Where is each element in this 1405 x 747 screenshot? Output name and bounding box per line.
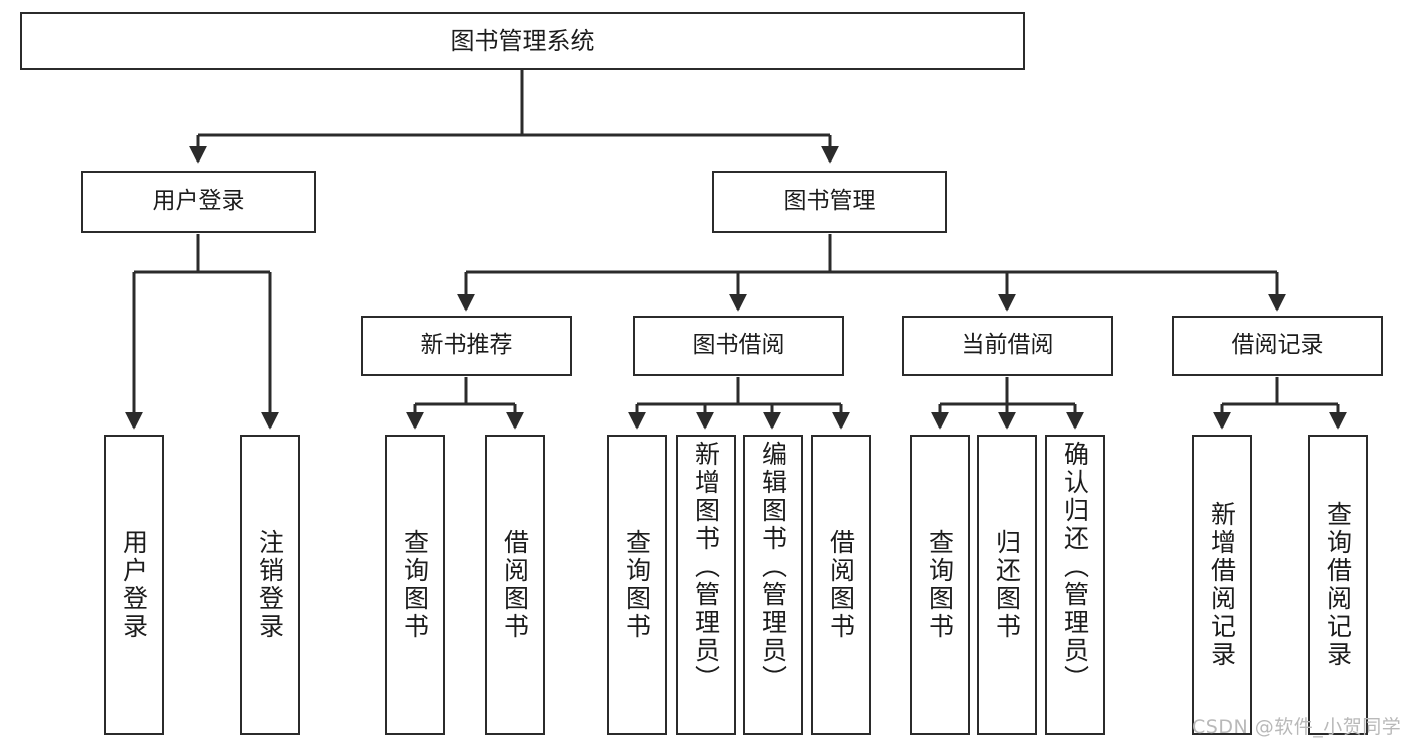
- node-new-book-rec[interactable]: 新书推荐: [361, 316, 572, 376]
- node-book-manage-label: 图书管理: [783, 188, 876, 215]
- node-user-login-label: 用户登录: [152, 188, 245, 215]
- node-book-borrow-label: 图书借阅: [692, 332, 785, 359]
- leaf-confirm-return-label: 确认归还（管理员）: [1060, 441, 1090, 693]
- node-current-borrow-label: 当前借阅: [961, 332, 1054, 359]
- leaf-add-book[interactable]: 新增图书（管理员）: [676, 435, 736, 735]
- leaf-return-book-label: 归还图书: [992, 529, 1022, 641]
- node-new-book-rec-label: 新书推荐: [420, 332, 513, 359]
- node-root[interactable]: 图书管理系统: [20, 12, 1025, 70]
- leaf-query-book-2[interactable]: 查询图书: [607, 435, 667, 735]
- node-current-borrow[interactable]: 当前借阅: [902, 316, 1113, 376]
- leaf-edit-book[interactable]: 编辑图书（管理员）: [743, 435, 803, 735]
- leaf-borrow-book-1-label: 借阅图书: [500, 529, 530, 641]
- node-user-login[interactable]: 用户登录: [81, 171, 316, 233]
- leaf-query-book-1-label: 查询图书: [400, 529, 430, 641]
- leaf-query-book-3-label: 查询图书: [925, 529, 955, 641]
- node-root-label: 图书管理系统: [450, 26, 595, 55]
- leaf-user-login[interactable]: 用户登录: [104, 435, 164, 735]
- leaf-confirm-return[interactable]: 确认归还（管理员）: [1045, 435, 1105, 735]
- leaf-query-book-3[interactable]: 查询图书: [910, 435, 970, 735]
- leaf-borrow-book-2-label: 借阅图书: [826, 529, 856, 641]
- node-book-manage[interactable]: 图书管理: [712, 171, 947, 233]
- leaf-add-record-label: 新增借阅记录: [1207, 501, 1237, 669]
- leaf-add-book-label: 新增图书（管理员）: [691, 441, 721, 693]
- leaf-query-record[interactable]: 查询借阅记录: [1308, 435, 1368, 735]
- node-borrow-record[interactable]: 借阅记录: [1172, 316, 1383, 376]
- leaf-edit-book-label: 编辑图书（管理员）: [758, 441, 788, 693]
- node-borrow-record-label: 借阅记录: [1231, 332, 1324, 359]
- leaf-borrow-book-1[interactable]: 借阅图书: [485, 435, 545, 735]
- leaf-user-login-label: 用户登录: [119, 529, 149, 641]
- leaf-user-logout-label: 注销登录: [255, 529, 285, 641]
- leaf-add-record[interactable]: 新增借阅记录: [1192, 435, 1252, 735]
- leaf-query-book-2-label: 查询图书: [622, 529, 652, 641]
- node-book-borrow[interactable]: 图书借阅: [633, 316, 844, 376]
- leaf-query-book-1[interactable]: 查询图书: [385, 435, 445, 735]
- leaf-user-logout[interactable]: 注销登录: [240, 435, 300, 735]
- leaf-borrow-book-2[interactable]: 借阅图书: [811, 435, 871, 735]
- leaf-query-record-label: 查询借阅记录: [1323, 501, 1353, 669]
- leaf-return-book[interactable]: 归还图书: [977, 435, 1037, 735]
- watermark: CSDN @软件_小贺同学: [1192, 716, 1402, 738]
